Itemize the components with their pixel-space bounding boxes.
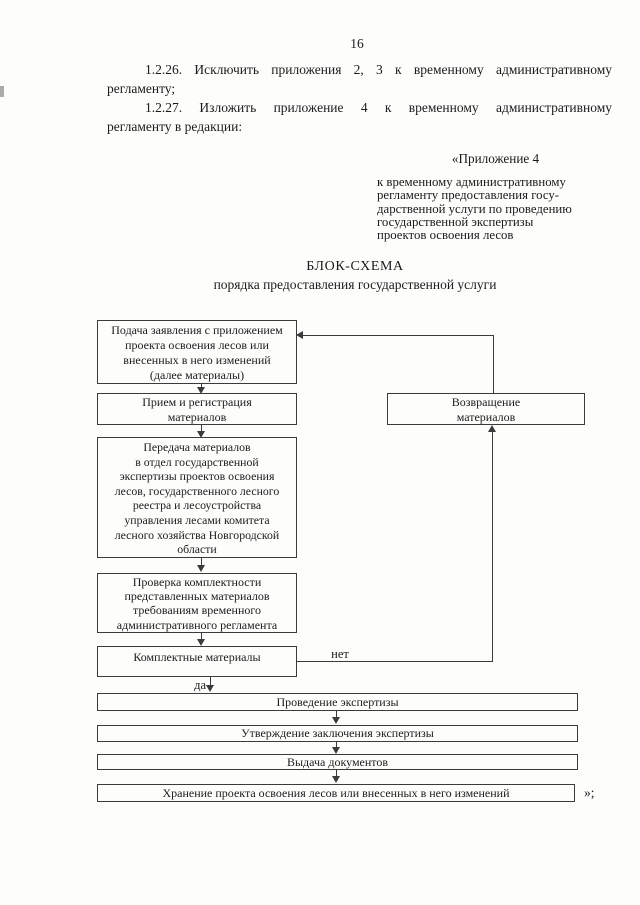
paragraph-1-line-1: 1.2.26. Исключить приложения 2, 3 к врем… (145, 62, 612, 77)
flow-line-approval-issue (336, 742, 337, 748)
approval-box: Утверждение заключения экспертизы (97, 725, 578, 742)
scan-artifact (0, 86, 4, 97)
flow-line-submit-receive (201, 384, 202, 388)
flow-line-transfer-check (201, 558, 202, 566)
complete-materials-box: Комплектные материалы (97, 646, 297, 677)
flow-arrow-yes-icon (206, 685, 214, 692)
flow-line-return-vertical (493, 335, 494, 393)
flow-arrow-check-complete-icon (197, 639, 205, 646)
scheme-subtitle: порядка предоставления государственной у… (213, 277, 497, 292)
flow-arrow-issue-storage-icon (332, 776, 340, 783)
flow-arrow-submit-receive-icon (197, 387, 205, 394)
flow-arrow-expertise-approval-icon (332, 717, 340, 724)
yes-label: да (194, 678, 206, 692)
flow-line-expertise-approval (336, 711, 337, 718)
scheme-title: БЛОК-СХЕМА (306, 259, 404, 274)
flow-line-check-complete (201, 633, 202, 640)
annex-title: «Приложение 4 (451, 151, 540, 166)
flow-line-yes (210, 677, 211, 686)
flow-line-no-vertical (492, 432, 493, 662)
paragraph-2-line-1: 1.2.27. Изложить приложение 4 к временно… (145, 100, 612, 115)
paragraph-1-line-2: регламенту; (107, 81, 176, 96)
flow-arrow-return-submit-icon (296, 331, 303, 339)
expertise-box: Проведение экспертизы (97, 693, 578, 711)
flow-line-issue-storage (336, 770, 337, 777)
no-label: нет (331, 647, 349, 661)
flow-line-return-horizontal (303, 335, 494, 336)
flow-line-receive-transfer (201, 425, 202, 432)
issue-documents-box: Выдача документов (97, 754, 578, 770)
flow-arrow-transfer-check-icon (197, 565, 205, 572)
page-number: 16 (350, 36, 364, 51)
storage-box: Хранение проекта освоения лесов или внес… (97, 784, 575, 802)
flow-arrow-approval-issue-icon (332, 747, 340, 754)
closing-quote-mark: »; (584, 785, 595, 800)
flow-arrow-receive-transfer-icon (197, 431, 205, 438)
flow-arrow-no-return-icon (488, 425, 496, 432)
flow-line-no-horizontal (297, 661, 493, 662)
paragraph-2-line-2: регламенту в редакции: (107, 119, 243, 134)
